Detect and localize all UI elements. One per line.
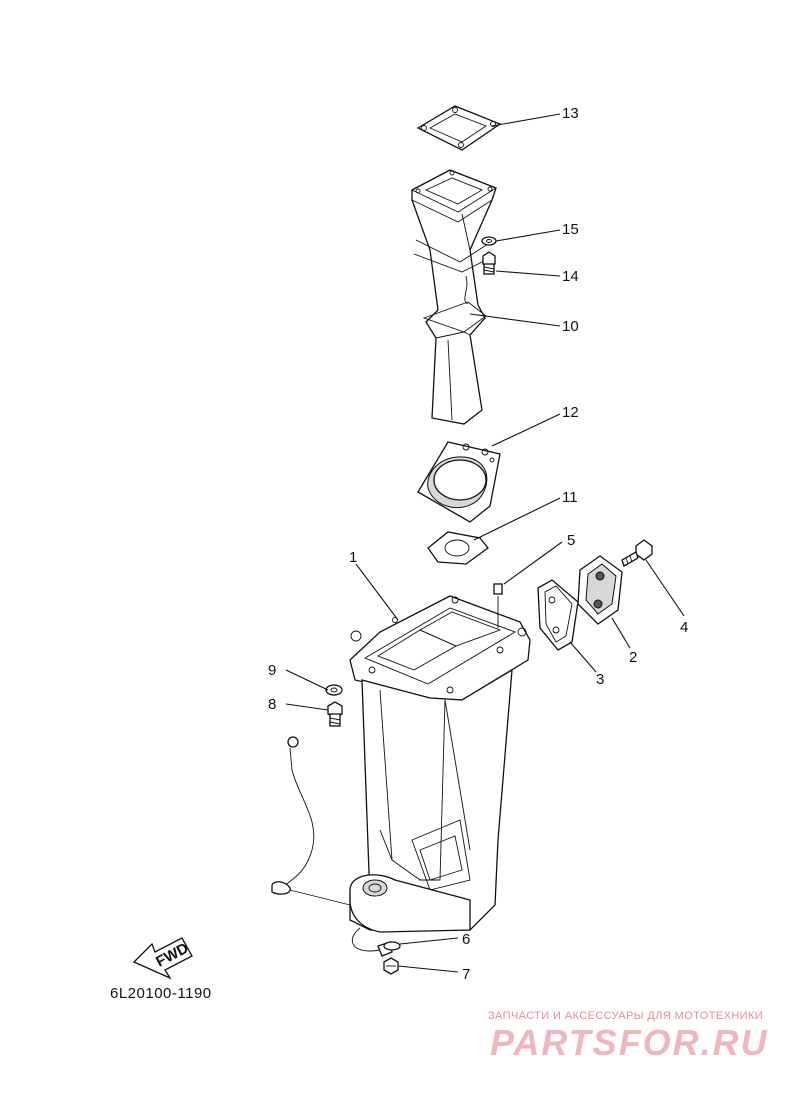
callout-5: 5 bbox=[567, 532, 575, 549]
callout-1: 1 bbox=[349, 549, 357, 566]
callout-15: 15 bbox=[562, 221, 579, 238]
part-2-cover-plate bbox=[577, 555, 623, 625]
callout-8: 8 bbox=[268, 696, 276, 713]
part-7-bolt bbox=[383, 957, 399, 975]
callout-13: 13 bbox=[562, 105, 579, 122]
callout-9: 9 bbox=[268, 662, 276, 679]
callout-labels: 13 15 14 10 12 11 5 1 4 2 3 9 8 6 7 bbox=[268, 105, 688, 983]
part-15-washer bbox=[481, 236, 497, 246]
callout-10: 10 bbox=[562, 318, 579, 335]
part-6-washer bbox=[383, 941, 401, 951]
watermark-tagline: ЗАПЧАСТИ И АКСЕССУАРЫ ДЛЯ МОТОТЕХНИКИ bbox=[488, 1010, 764, 1022]
callout-2: 2 bbox=[629, 649, 637, 666]
callout-12: 12 bbox=[562, 404, 579, 421]
callout-7: 7 bbox=[462, 966, 470, 983]
callout-3: 3 bbox=[596, 671, 604, 688]
leader-lines bbox=[285, 113, 685, 973]
watermark-logo: PARTSFOR.RU bbox=[490, 1022, 769, 1063]
diagram-code: 6L20100-1190 bbox=[110, 985, 212, 1002]
part-12-seal-rubber bbox=[417, 441, 501, 523]
callout-6: 6 bbox=[462, 931, 470, 948]
part-9-washer bbox=[325, 684, 343, 696]
part-5-dowel-pin bbox=[493, 583, 503, 628]
fwd-direction-arrow: FWD bbox=[132, 937, 193, 980]
part-13-gasket bbox=[416, 105, 502, 151]
part-11-gasket bbox=[427, 531, 489, 565]
callout-14: 14 bbox=[562, 268, 579, 285]
part-10-exhaust-guide bbox=[410, 169, 497, 425]
callout-4: 4 bbox=[680, 619, 688, 636]
callout-11: 11 bbox=[562, 489, 578, 506]
part-3-plate-gasket bbox=[537, 579, 579, 651]
part-1-upper-casing bbox=[349, 595, 531, 933]
part-14-bolt bbox=[482, 251, 496, 275]
part-4-bolt bbox=[621, 539, 653, 567]
ground-lead-wire bbox=[271, 736, 393, 957]
part-8-bolt bbox=[327, 701, 343, 727]
